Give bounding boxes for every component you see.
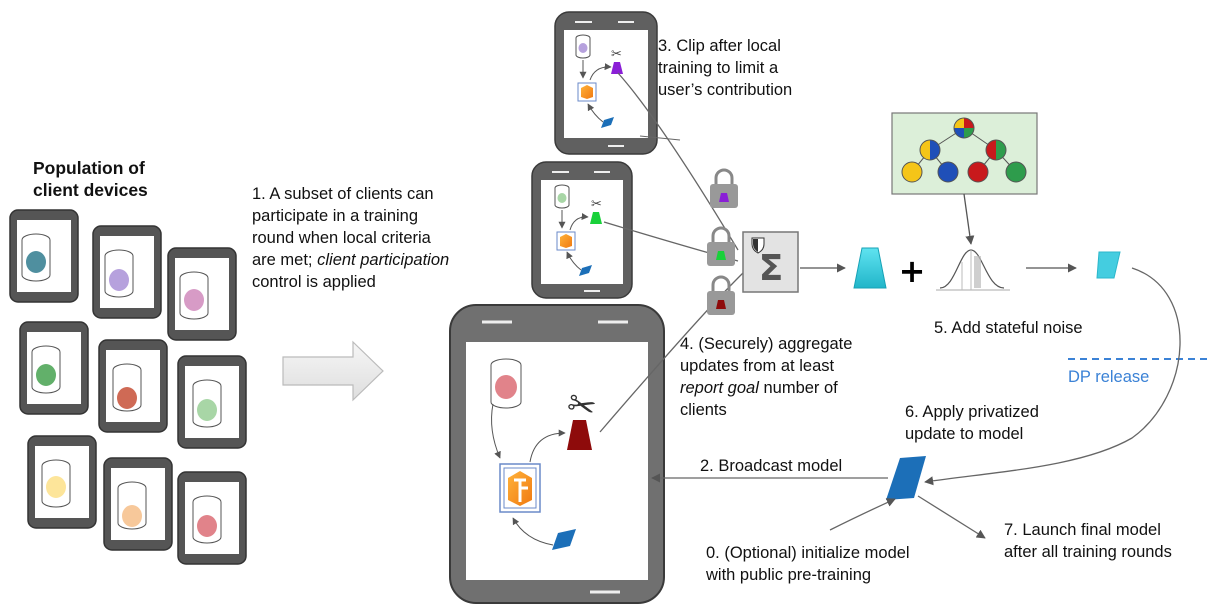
selection-arrow-icon (282, 340, 384, 402)
step1-line1: 1. A subset of clients can (252, 185, 434, 203)
population-phone (9, 209, 79, 303)
client-phone-large: ✂ (449, 304, 665, 604)
step6-line1: 6. Apply privatized (905, 403, 1039, 421)
step1-line4-prefix: are met; (252, 251, 318, 269)
population-phone (177, 471, 247, 565)
client-phone-middle: ✂ (531, 161, 633, 299)
step1-line5: control is applied (252, 273, 376, 291)
population-dot (197, 399, 217, 421)
population-dot (122, 505, 142, 527)
client-phone-top: ✂ (554, 11, 658, 155)
step0-line2: with public pre-training (706, 566, 872, 584)
population-dot (109, 269, 129, 291)
aggregator-sigma: Σ (759, 248, 784, 289)
population-dot (36, 364, 56, 386)
step1-line4: are met; client participation (252, 250, 449, 271)
step4-line4: clients (680, 401, 727, 419)
population-phone (92, 225, 162, 319)
population-phone (167, 247, 237, 341)
lock-icon (710, 168, 738, 208)
gaussian-noise-icon (936, 249, 1010, 291)
secure-aggregator: Σ (742, 231, 799, 293)
step5-label: 5. Add stateful noise (934, 319, 1083, 337)
lock-icon (707, 226, 735, 266)
step4-line3-suffix: number of (758, 379, 838, 397)
population-phone (27, 435, 97, 529)
step4-line1: 4. (Securely) aggregate (680, 335, 853, 353)
population-title-line2: client devices (33, 180, 148, 200)
step1-line2: participate in a training (252, 207, 419, 225)
step3-line1: 3. Clip after local (658, 37, 781, 55)
step1-line4-emphasis: client participation (317, 251, 450, 269)
step6-line2: update to model (905, 425, 1024, 443)
global-model-shape (886, 456, 926, 500)
step2-label: 2. Broadcast model (700, 457, 843, 475)
population-title-line1: Population of (33, 158, 145, 178)
aggregate-update-shape (853, 247, 887, 289)
lock-icon (707, 275, 735, 315)
population-dot (46, 476, 66, 498)
population-dot (197, 515, 217, 537)
step3-line2: training to limit a (658, 59, 779, 77)
population-phone (98, 339, 168, 433)
population-dot (184, 289, 204, 311)
step4-line2: updates from at least (680, 357, 835, 375)
step7-line1: 7. Launch final model (1004, 521, 1161, 539)
svg-text:✂: ✂ (611, 47, 622, 62)
step4-line3-emphasis: report goal (680, 379, 759, 397)
dp-release-label: DP release (1068, 368, 1150, 386)
population-dot (26, 251, 46, 273)
population-phone (177, 355, 247, 449)
privatized-update-shape (1096, 251, 1121, 279)
step7-line2: after all training rounds (1004, 543, 1172, 561)
privacy-tree-panel (891, 112, 1038, 195)
step4-line3: report goal number of (680, 378, 838, 399)
step3-line3: user’s contribution (658, 81, 793, 99)
step1-line3: round when local criteria (252, 229, 431, 247)
plus-sign: + (899, 252, 926, 290)
population-phone (19, 321, 89, 415)
step0-line1: 0. (Optional) initialize model (706, 544, 910, 562)
svg-text:✂: ✂ (591, 197, 602, 212)
population-dot (117, 387, 137, 409)
population-phone (103, 457, 173, 551)
